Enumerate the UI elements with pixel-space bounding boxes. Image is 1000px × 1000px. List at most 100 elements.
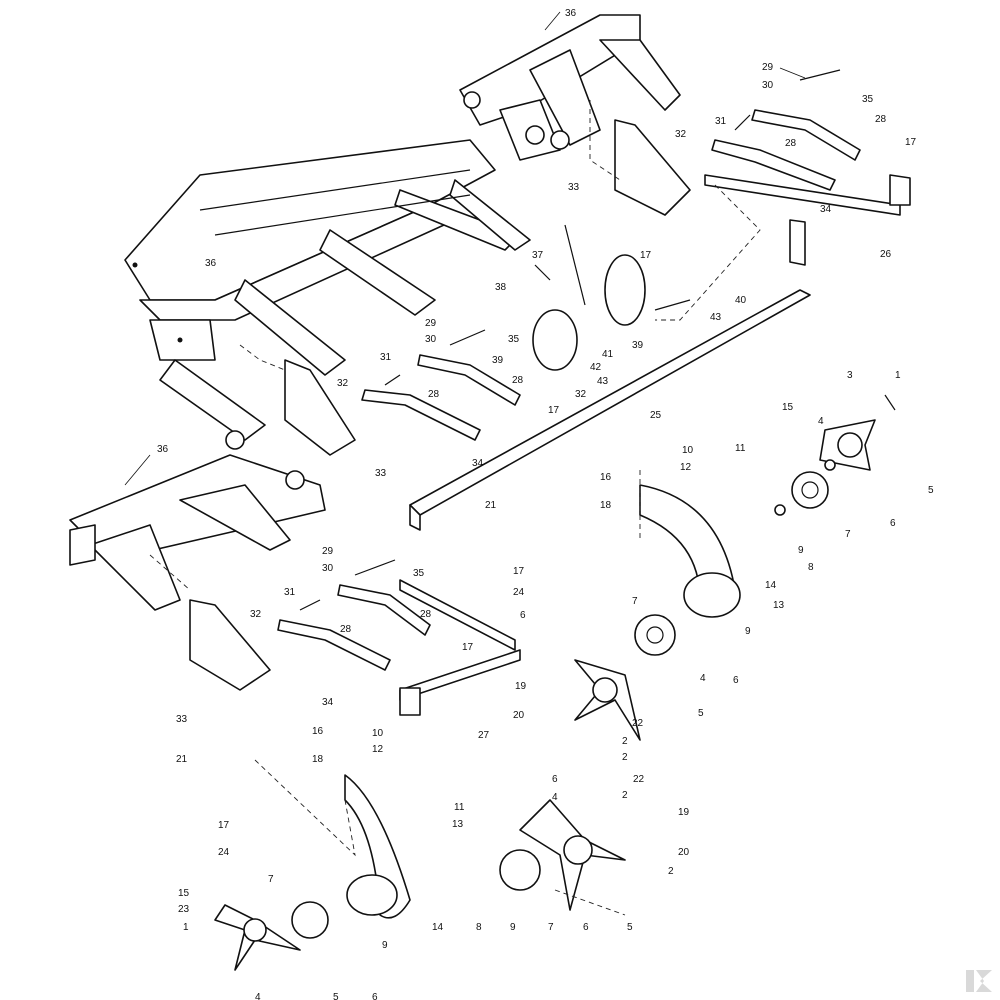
callout-8: 8 <box>808 562 814 573</box>
callout-2: 2 <box>668 866 674 877</box>
callout-11: 11 <box>735 443 746 454</box>
callout-30: 30 <box>762 80 774 91</box>
callout-18: 18 <box>312 754 324 765</box>
callout-32: 32 <box>250 609 262 620</box>
callout-28: 28 <box>512 375 524 386</box>
callout-17: 17 <box>513 566 525 577</box>
callout-2: 2 <box>622 752 628 763</box>
callout-6: 6 <box>733 675 739 686</box>
callout-29: 29 <box>425 318 437 329</box>
callout-35: 35 <box>413 568 425 579</box>
callout-24: 24 <box>218 847 230 858</box>
callout-5: 5 <box>627 922 633 933</box>
callout-7: 7 <box>845 529 851 540</box>
bar-27 <box>399 579 521 716</box>
callout-21: 21 <box>176 754 188 765</box>
callout-2: 2 <box>622 790 628 801</box>
callout-34: 34 <box>472 458 484 469</box>
callout-33: 33 <box>176 714 188 725</box>
bar-25 <box>409 289 811 531</box>
rotor-mid <box>574 614 676 741</box>
callout-30: 30 <box>322 563 334 574</box>
callout-17: 17 <box>905 137 917 148</box>
callout-34: 34 <box>322 697 334 708</box>
callout-9: 9 <box>382 940 388 951</box>
callout-23: 23 <box>178 904 190 915</box>
spring-13-lower <box>344 774 411 919</box>
callout-29: 29 <box>322 546 334 557</box>
callout-19: 19 <box>515 681 527 692</box>
callout-17: 17 <box>640 250 652 261</box>
callout-32: 32 <box>675 129 687 140</box>
callout-35: 35 <box>862 94 874 105</box>
callout-32: 32 <box>337 378 349 389</box>
callout-39: 39 <box>492 355 504 366</box>
callout-7: 7 <box>632 596 638 607</box>
lower-left-frame <box>69 430 326 611</box>
callout-41: 41 <box>602 349 614 360</box>
callout-27: 27 <box>478 730 490 741</box>
callout-22: 22 <box>632 718 644 729</box>
callout-28: 28 <box>340 624 352 635</box>
callout-21: 21 <box>485 500 497 511</box>
callout-6: 6 <box>583 922 589 933</box>
callout-20: 20 <box>513 710 525 721</box>
callout-6: 6 <box>372 992 378 1000</box>
callout-6: 6 <box>520 610 526 621</box>
callout-28: 28 <box>428 389 440 400</box>
callout-3: 3 <box>847 370 853 381</box>
callout-30: 30 <box>425 334 437 345</box>
fasteners <box>299 69 896 611</box>
spring-13-upper <box>639 484 741 618</box>
callout-1: 1 <box>895 370 901 381</box>
callout-13: 13 <box>452 819 464 830</box>
callout-42: 42 <box>590 362 602 373</box>
main-frame <box>124 139 531 441</box>
callout-17: 17 <box>548 405 560 416</box>
callout-31: 31 <box>380 352 392 363</box>
callout-36: 36 <box>157 444 169 455</box>
callout-36: 36 <box>205 258 217 269</box>
callout-4: 4 <box>818 416 824 427</box>
callout-16: 16 <box>600 472 612 483</box>
callout-9: 9 <box>510 922 516 933</box>
callout-20: 20 <box>678 847 690 858</box>
rotor-lower-right <box>499 799 626 911</box>
callout-6: 6 <box>890 518 896 529</box>
callout-11: 11 <box>454 802 465 813</box>
callout-29: 29 <box>762 62 774 73</box>
callout-34: 34 <box>820 204 832 215</box>
callout-6: 6 <box>552 774 558 785</box>
callout-4: 4 <box>552 792 558 803</box>
callout-10: 10 <box>372 728 384 739</box>
callout-43: 43 <box>710 312 722 323</box>
arm-28 <box>277 109 861 671</box>
spring-tine-39 <box>532 224 646 371</box>
callout-17: 17 <box>462 642 474 653</box>
callout-7: 7 <box>268 874 274 885</box>
callout-37: 37 <box>532 250 544 261</box>
callout-13: 13 <box>773 600 785 611</box>
callout-33: 33 <box>568 182 580 193</box>
callout-16: 16 <box>312 726 324 737</box>
callout-43: 43 <box>597 376 609 387</box>
callout-12: 12 <box>680 462 692 473</box>
callout-28: 28 <box>875 114 887 125</box>
callout-5: 5 <box>698 708 704 719</box>
callout-2: 2 <box>622 736 628 747</box>
callout-1: 1 <box>183 922 189 933</box>
assembly-guides <box>149 100 761 916</box>
callout-4: 4 <box>255 992 261 1000</box>
callout-28: 28 <box>785 138 797 149</box>
callout-25: 25 <box>650 410 662 421</box>
callout-39: 39 <box>632 340 644 351</box>
callout-14: 14 <box>765 580 777 591</box>
rotor-upper <box>774 419 876 516</box>
callout-36: 36 <box>565 8 577 19</box>
callout-31: 31 <box>284 587 296 598</box>
callout-5: 5 <box>333 992 339 1000</box>
callout-4: 4 <box>700 673 706 684</box>
callout-14: 14 <box>432 922 444 933</box>
callout-9: 9 <box>745 626 751 637</box>
